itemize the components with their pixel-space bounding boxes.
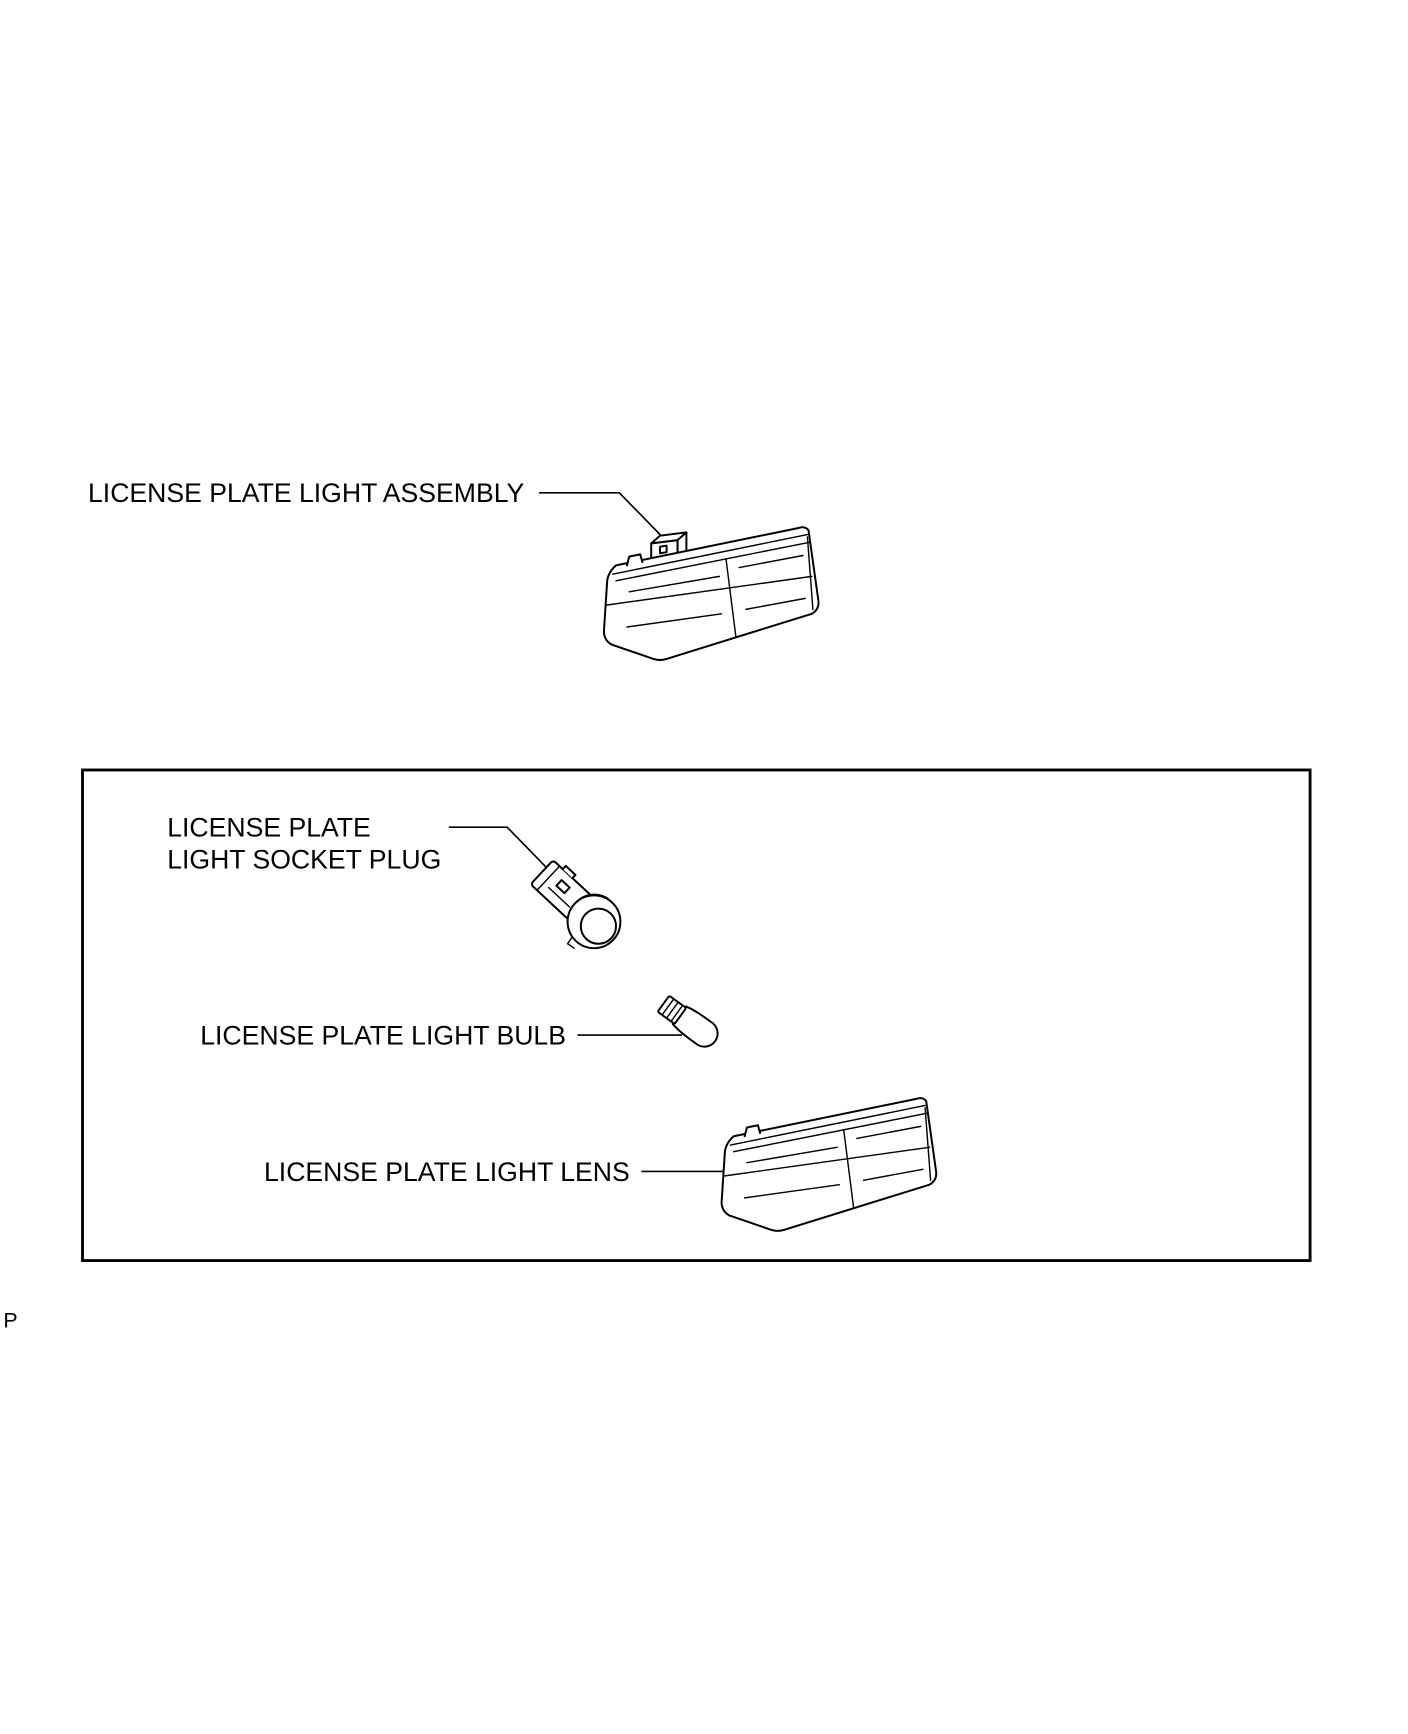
license-plate-light-socket-plug-illustration (530, 860, 622, 950)
label-license-plate-light-bulb: LICENSE PLATE LIGHT BULB (200, 1021, 566, 1051)
label-socket-plug-line-1: LICENSE PLATE (167, 813, 371, 843)
lens-panel-line (746, 1146, 838, 1164)
lens-panel-line (862, 1168, 924, 1181)
panel-divider-horizontal (606, 575, 813, 606)
leader-line-assembly (539, 491, 665, 540)
lens-panel-line (856, 1125, 922, 1140)
license-plate-light-assembly-illustration (602, 526, 820, 661)
corner-mark: P (3, 1309, 17, 1333)
component-detail-frame (81, 768, 1312, 1263)
lens-panel-divider-horizontal (724, 1146, 931, 1177)
socket-flange-tab (566, 936, 575, 949)
lens-tab (743, 1124, 762, 1138)
lens-panel-divider-vertical (842, 1128, 855, 1209)
end-face-edge (806, 536, 814, 611)
socket-latch (555, 879, 571, 895)
panel-line (628, 575, 721, 593)
license-plate-light-lens-illustration (720, 1097, 938, 1232)
lens-face-top-edge (732, 1112, 929, 1153)
socket-key (561, 864, 577, 880)
socket-end-line (536, 865, 561, 891)
panel-line (626, 613, 723, 628)
lens-end-face-edge (924, 1106, 932, 1181)
lens-outline (720, 1097, 938, 1232)
label-license-plate-light-lens: LICENSE PLATE LIGHT LENS (264, 1157, 630, 1187)
label-socket-plug-line-2: LIGHT SOCKET PLUG (167, 845, 441, 875)
bulb-base-ridges (661, 998, 684, 1023)
socket-cap (579, 907, 617, 945)
flange-edge (611, 533, 809, 575)
bulb-glass (672, 1005, 719, 1048)
housing-outline (602, 526, 820, 661)
socket-body-line (547, 886, 571, 908)
panel-line (745, 597, 806, 611)
label-license-plate-light-assembly: LICENSE PLATE LIGHT ASSEMBLY (88, 478, 525, 508)
license-plate-light-bulb-illustration (657, 995, 719, 1048)
panel-line (738, 554, 804, 569)
face-top-edge (615, 541, 811, 582)
leader-line-socket-plug (448, 826, 551, 872)
housing-tab (626, 553, 644, 567)
lens-flange-edge (729, 1104, 926, 1146)
lens-panel-line (743, 1183, 841, 1199)
panel-divider-vertical (725, 558, 737, 638)
socket-flange-rim (570, 893, 610, 911)
